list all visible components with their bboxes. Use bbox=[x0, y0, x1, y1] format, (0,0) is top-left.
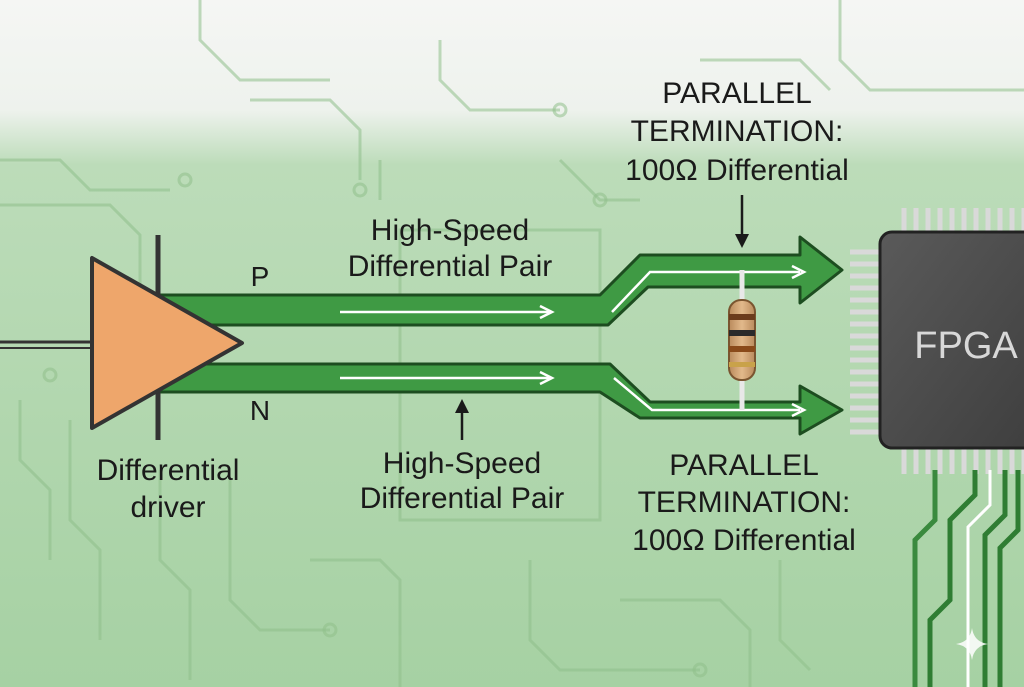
driver-line1: Differential bbox=[97, 454, 240, 487]
pair-top-line2: Differential Pair bbox=[348, 250, 553, 283]
label-termination-bottom: PARALLEL TERMINATION: 100Ω Differential bbox=[632, 449, 856, 557]
pointer-arrow-termination bbox=[735, 195, 749, 248]
resistor-icon bbox=[728, 270, 756, 410]
trace-p bbox=[148, 235, 844, 327]
label-termination-top: PARALLEL TERMINATION: 100Ω Differential bbox=[625, 77, 849, 187]
fpga-label: FPGA bbox=[914, 325, 1018, 367]
pointer-arrow-pair bbox=[455, 399, 469, 440]
label-pair-top: High-Speed Differential Pair bbox=[348, 214, 553, 283]
term-bottom-line3: 100Ω Differential bbox=[632, 524, 856, 557]
trace-n bbox=[148, 362, 844, 436]
pair-bottom-line1: High-Speed bbox=[383, 447, 541, 480]
label-driver: Differential driver bbox=[97, 454, 240, 524]
pair-bottom-line2: Differential Pair bbox=[360, 482, 565, 515]
term-bottom-line2: TERMINATION: bbox=[638, 486, 851, 519]
driver-line2: driver bbox=[130, 491, 205, 524]
label-pair-bottom: High-Speed Differential Pair bbox=[360, 447, 565, 515]
differential-driver bbox=[90, 235, 244, 440]
sparkle-icon bbox=[956, 628, 988, 660]
fpga-output-traces bbox=[912, 470, 1021, 687]
term-top-line2: TERMINATION: bbox=[631, 115, 844, 148]
fpga-chip: FPGA bbox=[850, 208, 1024, 474]
term-top-line1: PARALLEL bbox=[662, 77, 812, 110]
label-n: N bbox=[250, 395, 270, 426]
triangle-amplifier-icon bbox=[90, 256, 244, 430]
term-bottom-line1: PARALLEL bbox=[669, 449, 819, 482]
fpga-pins bbox=[850, 208, 1024, 474]
term-top-line3: 100Ω Differential bbox=[625, 154, 849, 187]
pair-top-line1: High-Speed bbox=[371, 214, 529, 247]
fpga-body bbox=[878, 230, 1024, 450]
label-p: P bbox=[251, 261, 270, 292]
